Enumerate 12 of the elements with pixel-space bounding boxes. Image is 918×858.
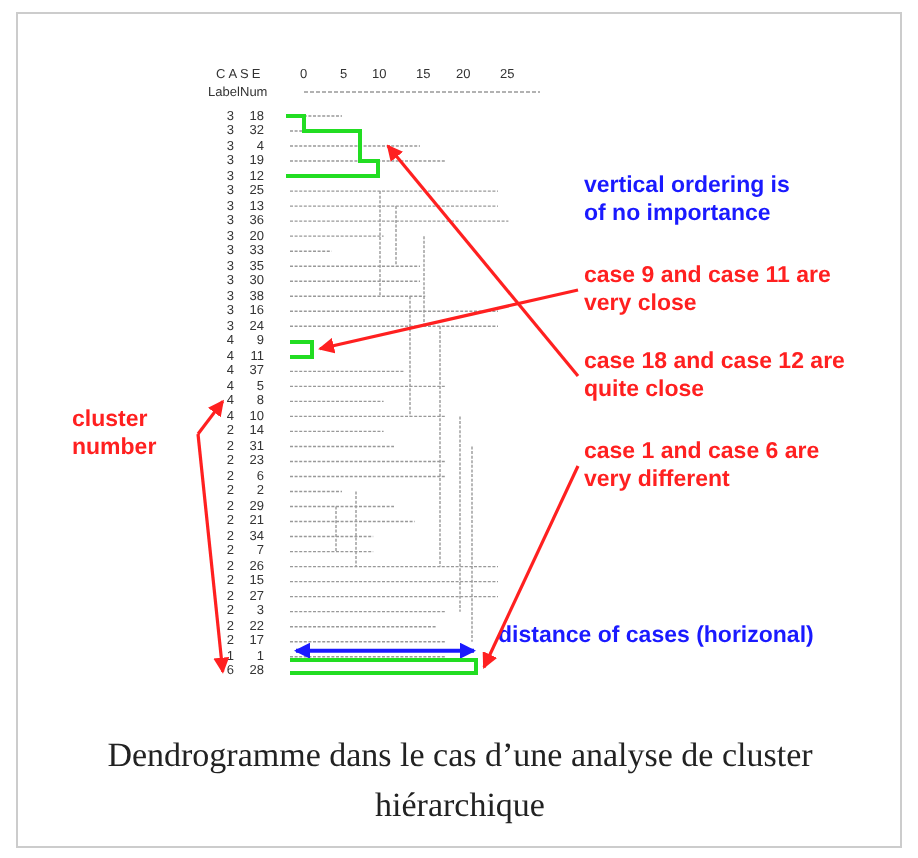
annotation-text: case 1 and case 6 are very different xyxy=(584,438,820,494)
arrow xyxy=(196,399,225,435)
caption: Dendrogramme dans le cas d’une analyse de cluster hiérarchique xyxy=(105,734,815,828)
annotation-text: case 9 and case 11 are very close xyxy=(584,262,856,318)
note-text: vertical ordering is of no importance xyxy=(584,172,792,228)
annotation-text: case 18 and case 12 are quite close xyxy=(584,348,876,404)
arrow xyxy=(318,288,579,354)
arrow xyxy=(386,144,580,377)
arrow xyxy=(196,433,230,674)
annotation-text: cluster number xyxy=(72,406,192,462)
arrow xyxy=(482,465,580,670)
axis-caption: distance of cases (horizonal) xyxy=(498,622,816,650)
